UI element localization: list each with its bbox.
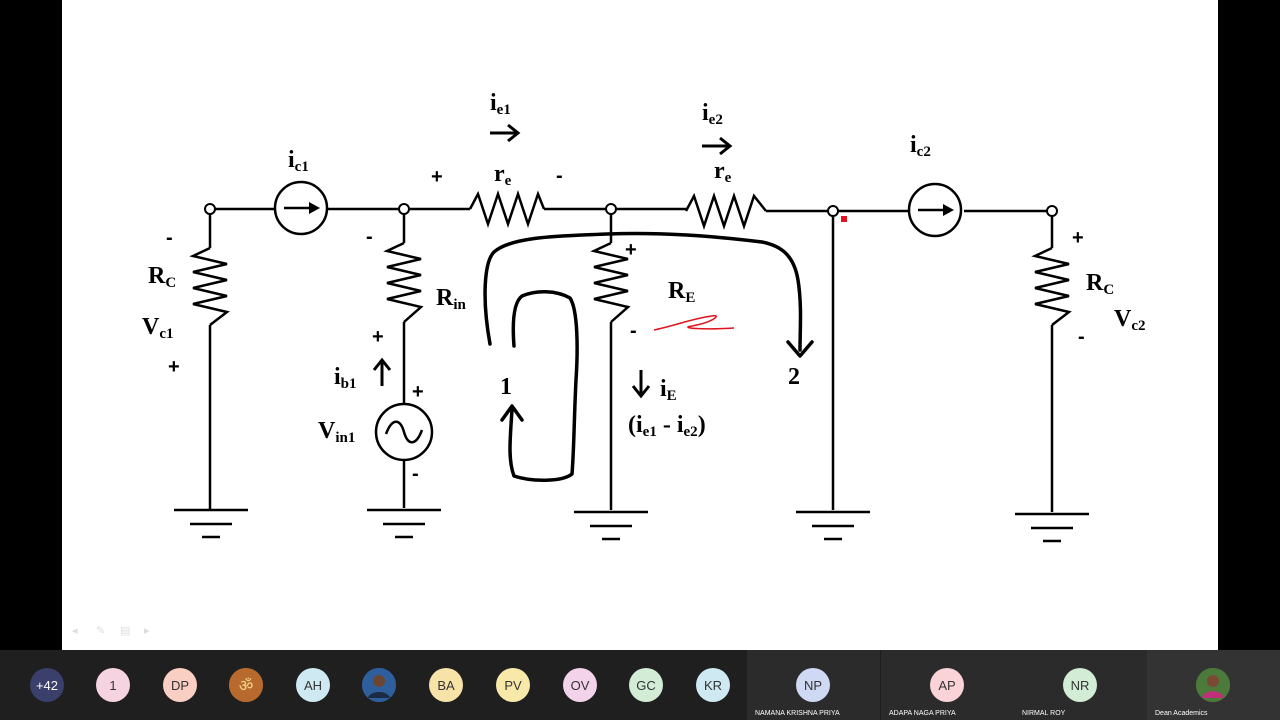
participant-avatar[interactable]: AH (296, 668, 330, 702)
participant-avatar (1196, 668, 1230, 702)
polarity-signs: - + + - + + - - + - + - (166, 165, 1085, 485)
label-ic2: ic2 (910, 132, 931, 160)
om-symbol-icon: ॐ (229, 668, 263, 702)
ground-symbols (174, 508, 1089, 543)
participant-avatar[interactable]: ॐ (229, 668, 263, 702)
participant-avatar[interactable]: GC (629, 668, 663, 702)
participant-name: ADAPA NAGA PRIYA (889, 710, 956, 717)
sign-plus: + (625, 239, 637, 261)
label-loop-1: 1 (500, 374, 512, 400)
participant-avatar: AP (930, 668, 964, 702)
sign-plus: + (1072, 227, 1084, 249)
participant-name: Dean Academics (1155, 710, 1208, 717)
participant-avatar[interactable]: KR (696, 668, 730, 702)
pen-icon[interactable]: ✎ (96, 625, 106, 637)
participant-tile[interactable]: AP ADAPA NAGA PRIYA (881, 650, 1014, 720)
next-icon[interactable]: ▸ (144, 625, 150, 637)
resistor-re2 (684, 192, 767, 230)
resistor-rc-left (189, 246, 230, 326)
sign-minus: - (166, 227, 173, 249)
resistor-rc-right (1031, 246, 1072, 326)
participant-name: NIRMAL ROY (1022, 710, 1066, 717)
label-ie-expression: (ie1 - ie2) (628, 412, 706, 440)
current-source-ic1 (273, 180, 329, 236)
resistor-rin (383, 241, 424, 323)
participant-avatar[interactable]: OV (563, 668, 597, 702)
label-re1: re (494, 161, 512, 189)
participant-avatar: NP (796, 668, 830, 702)
slides-icon[interactable]: ▤ (120, 625, 131, 637)
slideshow-toolbar: ◂ ✎ ▤ ▸ (72, 625, 158, 637)
label-iE: iE (660, 376, 677, 404)
participant-avatar: NR (1063, 668, 1097, 702)
participant-name: NAMANA KRISHNA PRIYA (755, 710, 840, 717)
label-rin: Rin (436, 285, 467, 313)
participant-avatar[interactable]: DP (163, 668, 197, 702)
label-rc-right: RC (1086, 270, 1114, 298)
more-participants-button[interactable]: +42 (30, 668, 64, 702)
label-ic1: ic1 (288, 147, 309, 175)
label-rc-left: RC (148, 263, 176, 291)
label-ie1: ie1 (490, 90, 511, 118)
sign-minus: - (412, 463, 419, 485)
sign-minus: - (1078, 326, 1085, 348)
resistor-re1 (468, 190, 546, 228)
circuit-diagram: ic1 ie1 re ie2 re ic2 RC Vc1 Rin ib1 Vin… (142, 90, 1146, 543)
wires (208, 207, 1054, 512)
participant-tile[interactable]: NR NIRMAL ROY (1014, 650, 1147, 720)
label-re2: re (714, 158, 732, 186)
sign-minus: - (556, 165, 563, 187)
participant-avatar[interactable]: 1 (96, 668, 130, 702)
person-photo-icon (1196, 668, 1230, 702)
presentation-slide: ic1 ie1 re ie2 re ic2 RC Vc1 Rin ib1 Vin… (62, 0, 1218, 650)
participant-avatar[interactable]: BA (429, 668, 463, 702)
label-loop-2: 2 (788, 364, 800, 390)
previous-icon[interactable]: ◂ (72, 625, 78, 637)
loop-annotations (483, 231, 814, 482)
ac-source-vin1 (374, 402, 434, 462)
sign-plus: + (431, 166, 443, 188)
label-vin1: Vin1 (318, 418, 355, 446)
svg-text:ॐ: ॐ (239, 676, 254, 695)
red-ink-annotation (653, 216, 847, 331)
sign-plus: + (372, 326, 384, 348)
current-source-ic2 (907, 182, 963, 238)
label-RE: RE (668, 278, 695, 306)
sign-minus: - (366, 226, 373, 248)
participant-avatar[interactable] (362, 668, 396, 702)
person-photo-icon (362, 668, 396, 702)
label-ib1: ib1 (334, 364, 357, 392)
sign-plus: + (412, 381, 424, 403)
sign-minus: - (630, 320, 637, 342)
participant-tile[interactable]: NP NAMANA KRISHNA PRIYA (747, 650, 880, 720)
sign-plus: + (168, 356, 180, 378)
participants-bar: +42 1 DP ॐ AH BA PV OV GC KR NP NAMANA K… (0, 650, 1280, 720)
participant-tile[interactable]: Dean Academics (1147, 650, 1280, 720)
label-vc2: Vc2 (1114, 306, 1146, 334)
component-labels: ic1 ie1 re ie2 re ic2 RC Vc1 Rin ib1 Vin… (142, 90, 1146, 446)
label-ie2: ie2 (702, 100, 723, 128)
resistor-re (590, 241, 631, 323)
current-arrows (372, 123, 733, 399)
label-vc1: Vc1 (142, 314, 174, 342)
circuit-nodes (204, 203, 1058, 217)
participant-avatar[interactable]: PV (496, 668, 530, 702)
